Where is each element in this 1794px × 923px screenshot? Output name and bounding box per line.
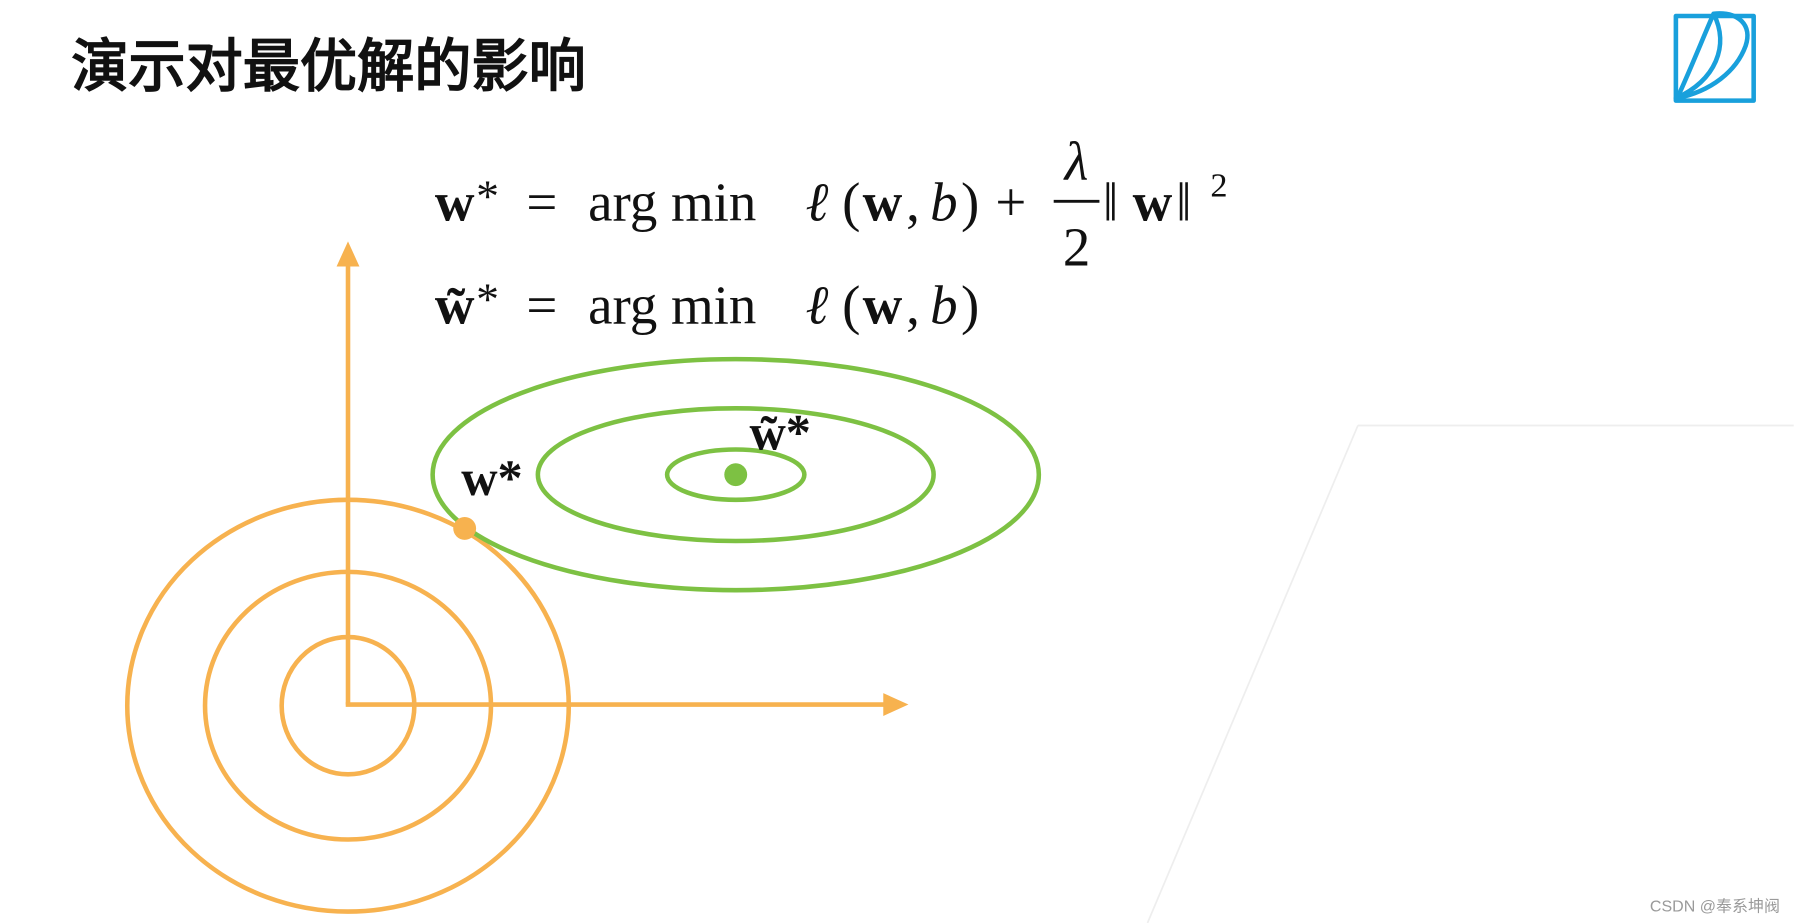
- eq2-comma: ,: [906, 275, 920, 336]
- eq1-arg-b: b: [930, 172, 957, 233]
- eq2-arg-b: b: [930, 275, 957, 336]
- page-title: 演示对最优解的影响: [71, 35, 586, 99]
- eq2-loss: ℓ: [806, 275, 829, 336]
- eq1-open-paren: (: [842, 172, 860, 233]
- eq2-lhs-star: *: [476, 274, 499, 325]
- eq1-plus: +: [995, 172, 1026, 233]
- eq1-arg-w: w: [863, 172, 903, 233]
- y-axis-arrow: [336, 241, 360, 267]
- eq1-norm-open: ‖: [1103, 172, 1118, 233]
- reg-contour-outer: [124, 497, 572, 914]
- logo-icon: [1673, 11, 1756, 103]
- eq2-open-paren: (: [842, 275, 860, 336]
- eq2-equals: =: [526, 275, 557, 336]
- regularized-optimum-label: w*: [461, 450, 523, 506]
- eq1-comma: ,: [906, 172, 920, 233]
- equation-regularized: w * = arg min ℓ ( w , b ) + λ 2 ‖ w ‖ 2: [435, 131, 1228, 278]
- eq1-loss: ℓ: [806, 172, 829, 233]
- eq1-norm-close: ‖: [1176, 172, 1191, 233]
- loss-contour-middle: [535, 406, 936, 544]
- reg-contour-middle: [202, 569, 494, 842]
- regularized-optimum-point: [453, 516, 477, 540]
- eq2-close-paren: ): [961, 275, 979, 336]
- logo-fold: [1676, 12, 1716, 98]
- eq1-equals: =: [526, 172, 557, 233]
- eq1-frac-den: 2: [1063, 216, 1090, 277]
- axes: [336, 241, 909, 716]
- loss-contours: [430, 356, 1042, 593]
- watermark: CSDN @奉系坤阀: [1650, 898, 1780, 916]
- eq1-norm-var: w: [1133, 172, 1173, 233]
- unregularized-optimum-point: [724, 463, 748, 487]
- eq1-lhs-var: w: [435, 172, 475, 233]
- eq1-close-paren: ): [961, 172, 979, 233]
- eq1-lhs-star: *: [476, 171, 499, 222]
- x-axis-arrow: [883, 693, 909, 716]
- loss-contour-inner: [664, 447, 807, 503]
- reg-contour-inner: [279, 634, 417, 777]
- eq1-operator: arg min: [588, 172, 756, 233]
- decor-line-diagonal: [1146, 425, 1359, 923]
- eq1-power: 2: [1210, 167, 1227, 205]
- eq2-lhs-var: w̃: [435, 275, 475, 336]
- eq1-frac-num: λ: [1063, 131, 1089, 192]
- unregularized-optimum-label: w̃*: [749, 404, 811, 460]
- loss-contour-outer: [430, 356, 1042, 593]
- eq2-arg-w: w: [863, 275, 903, 336]
- logo-curl: [1673, 11, 1750, 101]
- eq2-operator: arg min: [588, 275, 756, 336]
- equation-unregularized: w̃ * = arg min ℓ ( w , b ): [435, 274, 979, 336]
- regularization-contours: [124, 497, 572, 914]
